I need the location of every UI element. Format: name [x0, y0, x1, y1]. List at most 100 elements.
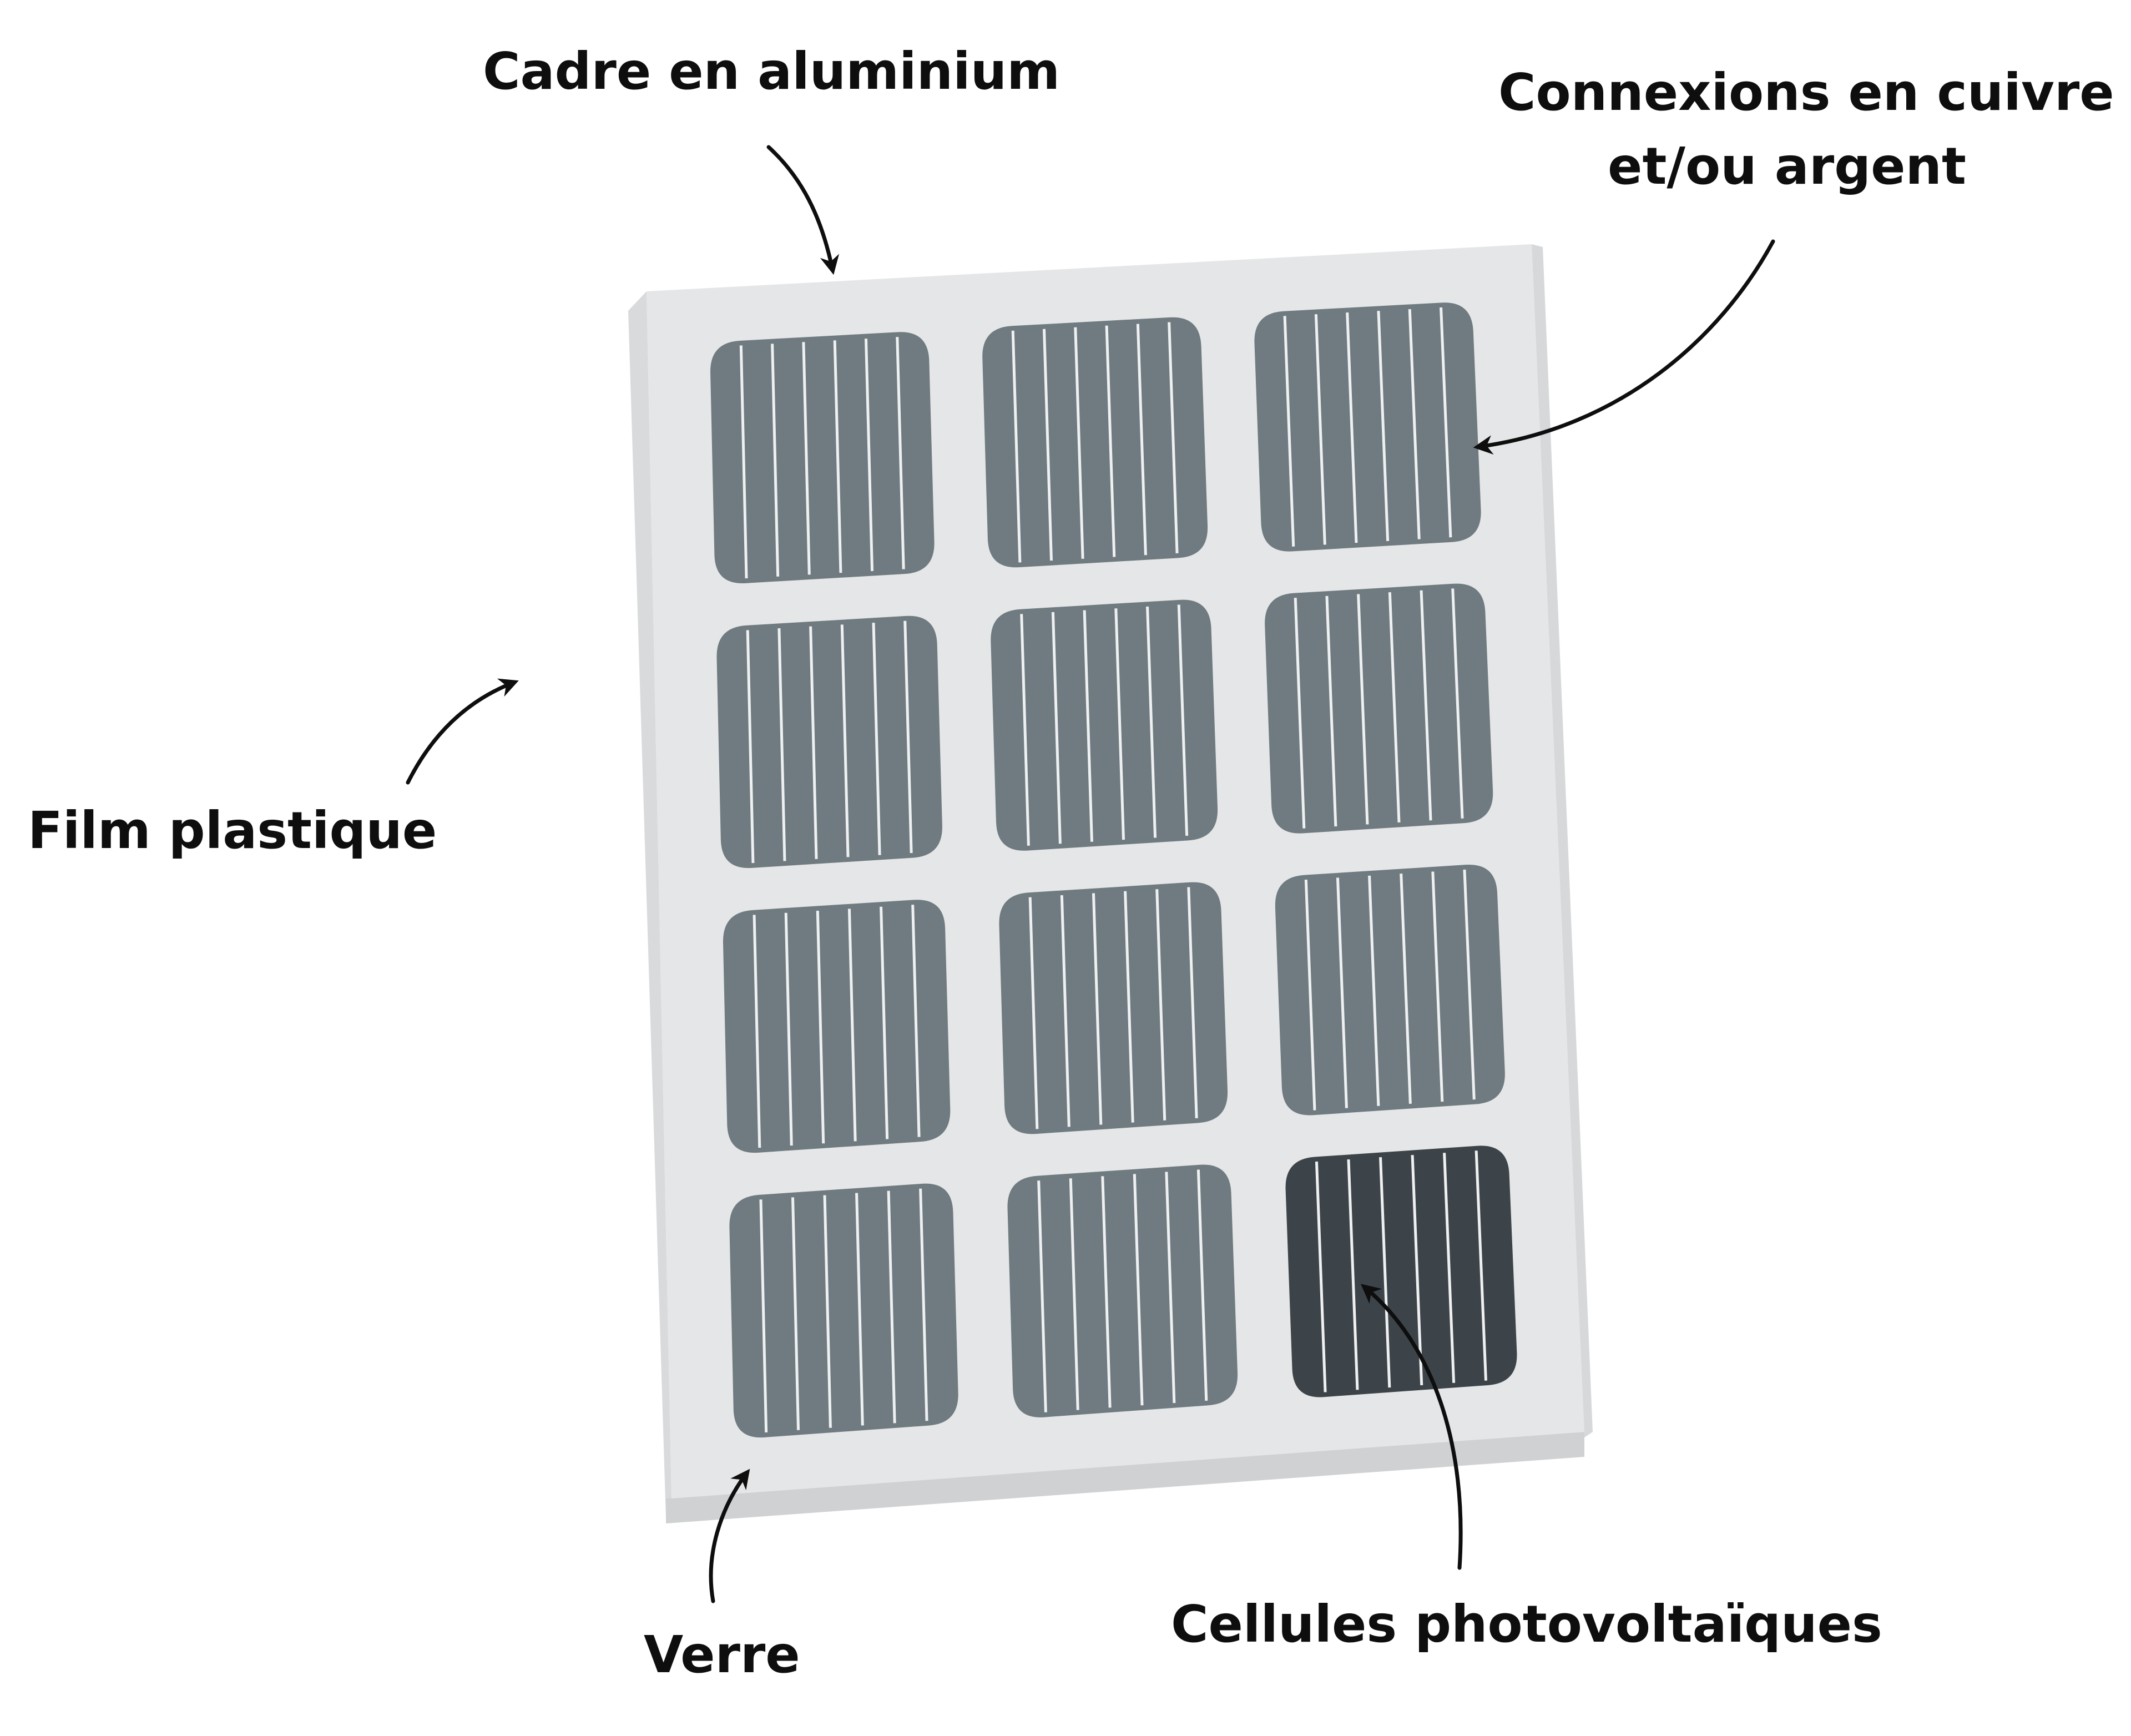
photovoltaic-cells [710, 302, 1517, 1438]
label-verre: Verre [644, 1625, 800, 1684]
solar-cell [716, 615, 942, 869]
busbar-line [1408, 309, 1421, 539]
busbar-line [1196, 1169, 1208, 1401]
busbar-line [1011, 330, 1022, 563]
arrow-cellules [1360, 1284, 1463, 1570]
busbar-line [1400, 874, 1412, 1104]
label-connexions-line2: et/ou argent [1608, 137, 1966, 196]
solar-cell [991, 599, 1218, 851]
solar-cell [729, 1183, 958, 1438]
busbar-line [777, 628, 786, 861]
busbar-line [753, 915, 761, 1148]
busbar-line [1020, 614, 1030, 846]
busbar-line [1146, 606, 1157, 838]
busbar-line [1083, 610, 1093, 842]
busbar-line [833, 340, 842, 573]
arrow-connexions [1473, 239, 1775, 455]
busbar-line [1133, 1174, 1144, 1406]
panel-right-edge [1532, 244, 1593, 1437]
busbar-line [1368, 875, 1380, 1106]
busbar-line [1443, 1153, 1456, 1383]
busbar-line [1069, 1178, 1079, 1410]
busbar-line [1451, 588, 1464, 819]
busbar-line [816, 911, 825, 1144]
busbar-line [1440, 307, 1452, 538]
label-cadre-aluminium: Cadre en aluminium [483, 42, 1061, 101]
busbar-line [1336, 877, 1348, 1108]
busbar-line [1347, 1159, 1359, 1390]
busbar-line [864, 339, 874, 571]
busbar-line [903, 620, 913, 854]
busbar-line [1304, 879, 1316, 1111]
busbar-line [847, 909, 857, 1142]
busbar-line [1165, 1172, 1176, 1404]
busbar-line [1377, 310, 1390, 541]
busbar-line [1028, 897, 1039, 1129]
busbar-line [1420, 590, 1432, 821]
busbar-line [1042, 329, 1053, 561]
solar-cell [999, 882, 1228, 1134]
busbar-line [840, 624, 850, 857]
busbar-line [880, 906, 889, 1139]
panel-side-edge [628, 291, 671, 1518]
label-connexions: Connexions en cuivre et/ou argent [1498, 55, 2114, 204]
busbar-line [1101, 1176, 1112, 1408]
busbar-line [1346, 312, 1358, 543]
label-connexions-line1: Connexions en cuivre [1498, 63, 2114, 122]
busbar-line [919, 1188, 928, 1421]
label-cellules-photovoltaiques: Cellules photovoltaïques [1171, 1594, 1882, 1654]
busbar-line [1074, 327, 1084, 559]
busbar-line [855, 1193, 864, 1426]
solar-cell [1007, 1164, 1238, 1417]
annotation-arrows [406, 145, 1775, 1603]
busbar-line [887, 1190, 896, 1424]
busbar-line [1431, 871, 1444, 1102]
busbar-line [1168, 322, 1179, 554]
busbar-line [1037, 1180, 1047, 1412]
arrow-cadre [766, 145, 840, 275]
solar-panel [628, 244, 1593, 1523]
busbar-line [759, 1199, 768, 1433]
busbar-line [1325, 596, 1337, 827]
busbar-line [872, 622, 881, 855]
busbar-line [1463, 869, 1476, 1100]
busbar-line [1379, 1157, 1391, 1388]
solar-cell [982, 317, 1208, 568]
busbar-line [771, 344, 780, 577]
busbar-line [911, 905, 921, 1137]
solar-cell [1254, 302, 1481, 552]
busbar-line [746, 630, 755, 864]
busbar-line [1155, 889, 1167, 1121]
solar-cell [1265, 583, 1493, 834]
busbar-line [1092, 893, 1103, 1125]
busbar-line [1187, 887, 1198, 1118]
busbar-line [1283, 316, 1295, 547]
solar-cell [723, 900, 951, 1153]
busbar-line [1357, 594, 1369, 825]
busbar-line [784, 912, 793, 1146]
busbar-line [791, 1197, 800, 1430]
arrow-film [406, 678, 519, 785]
busbar-line [1177, 604, 1189, 836]
arrow-verre [709, 1468, 750, 1603]
busbar-line [1060, 895, 1070, 1127]
busbar-line [1315, 1161, 1327, 1392]
busbar-line [896, 337, 905, 569]
busbar-line [1105, 325, 1116, 557]
label-film-plastique: Film plastique [28, 801, 437, 860]
busbar-line [1124, 891, 1134, 1123]
busbar-line [809, 626, 818, 859]
busbar-line [1294, 598, 1306, 829]
busbar-line [739, 345, 748, 579]
busbar-line [1314, 314, 1326, 545]
busbar-line [1136, 324, 1147, 556]
busbar-line [823, 1195, 832, 1428]
busbar-line [1051, 612, 1062, 844]
busbar-line [1114, 608, 1125, 840]
busbar-line [1474, 1150, 1487, 1381]
highlighted-cell [1285, 1145, 1517, 1397]
panel-bottom-edge [666, 1432, 1584, 1523]
busbar-line [802, 342, 811, 575]
busbar-line [1411, 1155, 1423, 1386]
